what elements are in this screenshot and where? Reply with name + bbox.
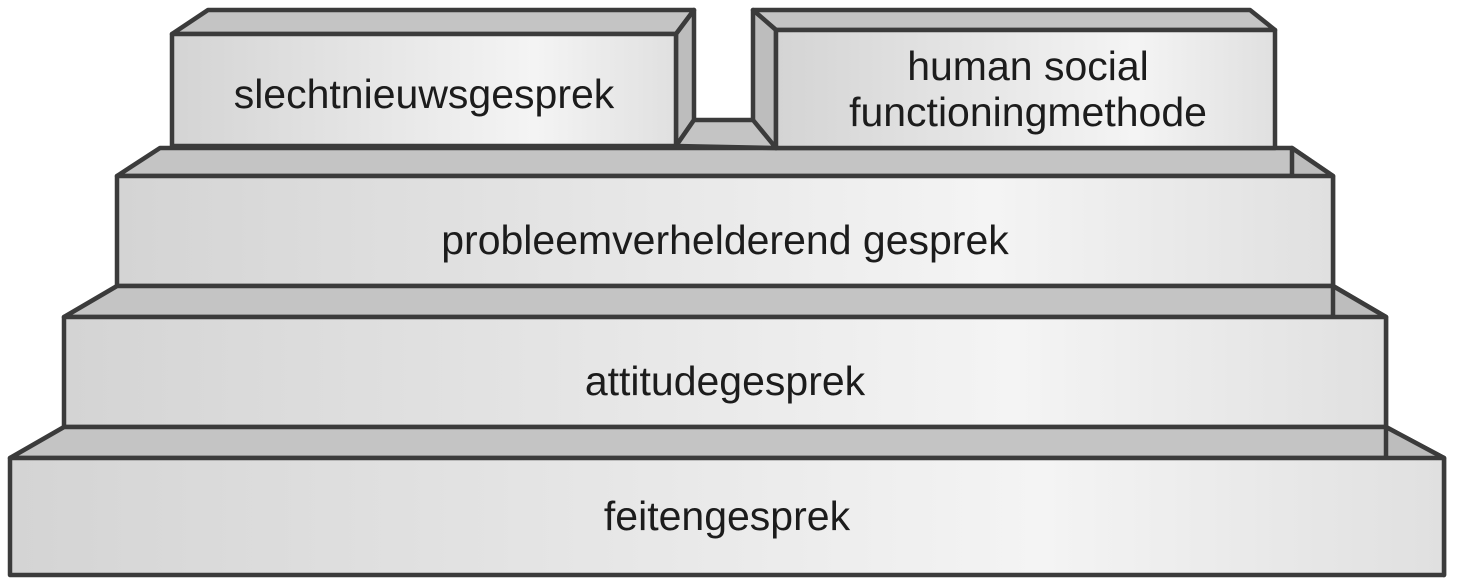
block-top-right-front-face <box>773 27 1278 151</box>
block-label-top-left: slechtnieuwsgesprek <box>234 71 615 117</box>
step-level-2 <box>61 283 1389 430</box>
step-level-3-top-face <box>114 145 1336 179</box>
step-level-1 <box>7 424 1447 578</box>
step-level-1-top-face <box>7 424 1447 461</box>
step-level-3 <box>114 145 1336 289</box>
block-top-left <box>169 7 697 149</box>
step-label-level-3: probleemverhelderend gesprek <box>441 217 1009 263</box>
top-gap-floor <box>673 117 779 151</box>
block-label-top-right-line-1: human social <box>907 43 1149 89</box>
step-label-level-1: feitengesprek <box>604 493 851 539</box>
step-label-level-2: attitudegesprek <box>585 358 866 404</box>
block-top-right <box>750 7 1278 151</box>
step-level-1-front-face <box>7 455 1447 578</box>
block-label-top-right-line-2: functioningmethode <box>849 89 1207 135</box>
block-top-left-front-face <box>169 31 679 149</box>
step-level-3-front-face <box>114 173 1336 289</box>
step-level-2-front-face <box>61 314 1389 430</box>
block-top-right-top-face <box>750 7 1278 33</box>
step-level-2-top-face <box>61 283 1389 320</box>
block-top-left-top-face <box>169 7 697 37</box>
